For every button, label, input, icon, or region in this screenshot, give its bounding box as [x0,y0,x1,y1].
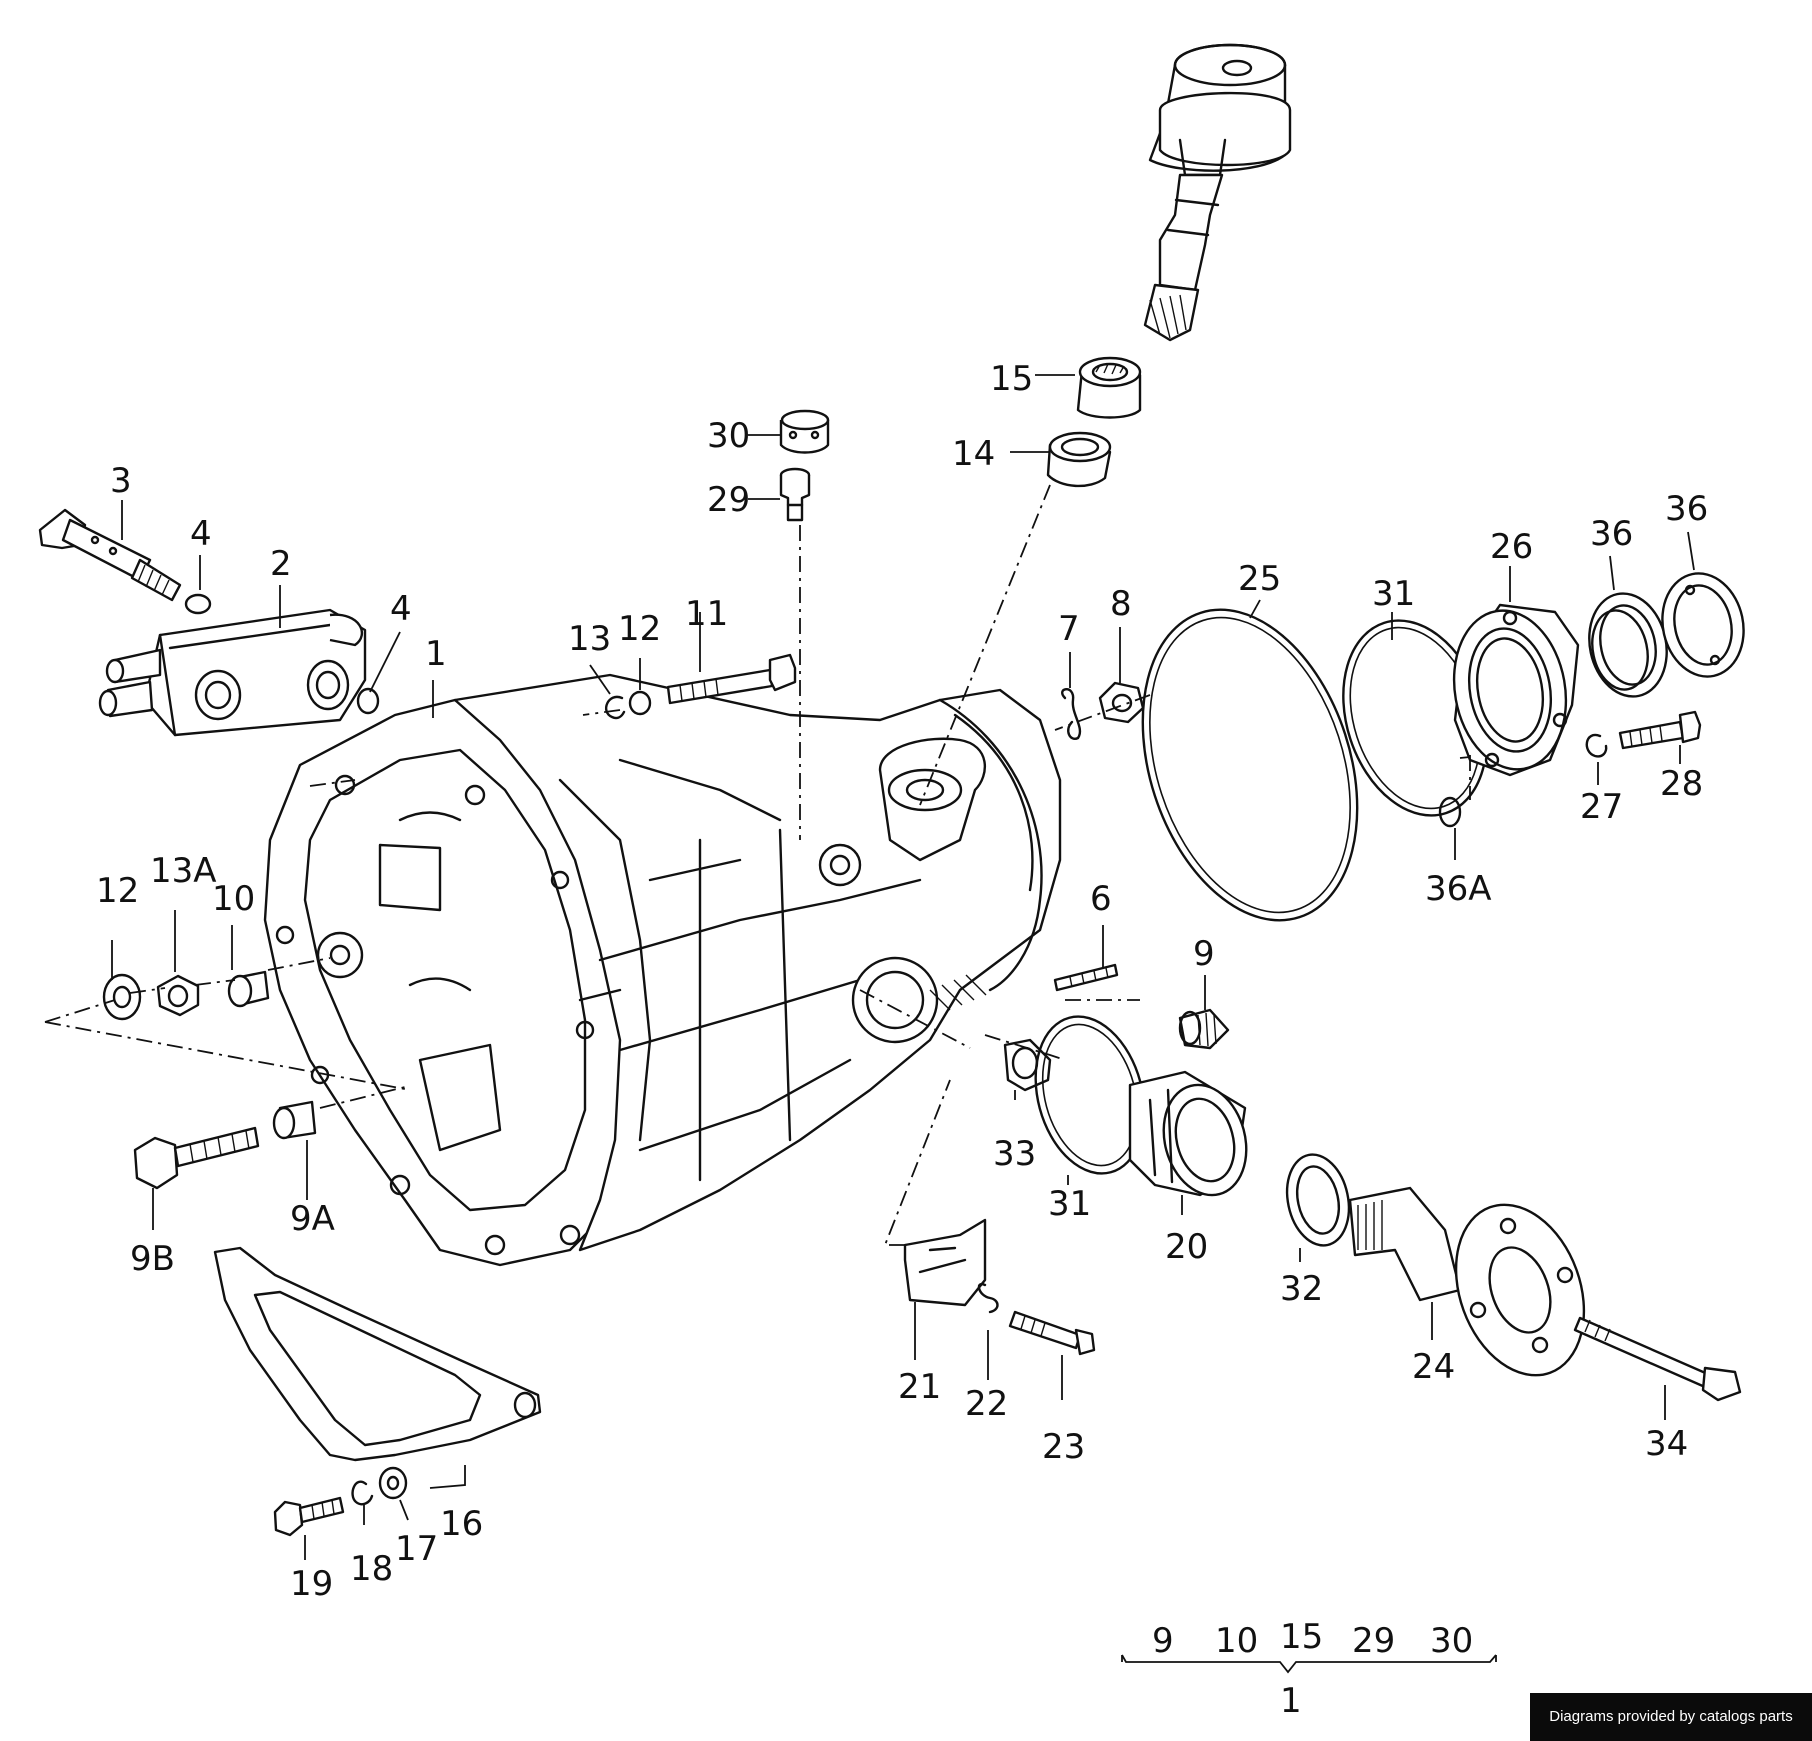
bolt-part-19 [273,1496,345,1537]
callout-11: 11 [685,594,728,634]
leader-lines [111,374,1695,1560]
callout-12-left: 12 [96,871,139,911]
callout-25: 25 [1238,559,1281,599]
callout-9a: 9A [290,1199,335,1239]
callout-36a: 36A [1425,869,1492,909]
lock-washer-part-27 [1585,733,1608,758]
callout-2: 2 [270,544,292,584]
callout-13: 13 [568,619,611,659]
callout-20: 20 [1165,1227,1208,1267]
callout-7: 7 [1058,609,1080,649]
callout-12-upper: 12 [618,609,661,649]
callout-32: 32 [1280,1269,1323,1309]
callout-30: 30 [707,416,750,456]
hollow-bolt-part-3 [38,508,182,602]
callout-31-lower: 31 [1048,1184,1091,1224]
callout-22: 22 [965,1384,1008,1424]
lock-washer-part-18 [351,1480,374,1506]
callout-28: 28 [1660,764,1703,804]
o-ring-part-4-upper [184,593,212,615]
washer-part-17 [378,1466,408,1500]
seal-part-36-second [1661,572,1745,678]
callout-23: 23 [1042,1427,1085,1467]
support-bracket-part-16 [213,1246,542,1462]
seal-ring-part-14 [1046,431,1112,488]
kit-item-4: 30 [1430,1621,1473,1661]
clip-part-13 [605,695,626,720]
bush-part-10 [227,970,270,1008]
flange-shaft-part-24 [1348,1186,1586,1377]
clip-part-22 [977,1282,999,1314]
callout-18: 18 [350,1549,393,1589]
callout-27: 27 [1580,787,1623,827]
callout-31-upper: 31 [1372,574,1415,614]
gasket-part-25 [1141,608,1359,922]
nut-part-8 [1098,681,1145,724]
footer-credit: Diagrams provided by catalogs parts [1530,1693,1812,1741]
callout-17: 17 [395,1529,438,1569]
callout-34: 34 [1645,1424,1688,1464]
kit-item-2: 15 [1280,1617,1323,1657]
bolt-part-9b [133,1126,260,1190]
callout-6: 6 [1090,879,1112,919]
bush-part-9a [272,1100,317,1140]
callout-36-first: 36 [1590,514,1633,554]
washer-part-12-upper [628,690,652,716]
gearbox-housing-part-1 [263,673,1062,1267]
bearing-housing-part-20 [1128,1070,1248,1197]
callout-9-right: 9 [1193,934,1215,974]
assembly-lines [44,484,1471,1246]
callout-1: 1 [425,634,447,674]
seal-ring-part-32 [1285,1153,1351,1247]
callout-9b: 9B [130,1239,175,1279]
plug-part-29 [779,467,811,522]
callout-10: 10 [212,879,255,919]
callout-4-upper: 4 [190,514,212,554]
o-ring-part-4-lower [356,687,380,715]
plug-part-30 [779,409,830,454]
kit-item-1: 10 [1215,1621,1258,1661]
callout-8: 8 [1110,584,1132,624]
flange-housing-part-26 [1452,603,1580,777]
kit-group-bracket: 9 10 15 29 30 1 [1121,1617,1497,1721]
bolt-part-28 [1618,710,1702,750]
nut-part-13a [156,974,200,1017]
stud-part-6 [1053,963,1119,992]
o-ring-part-36a [1438,796,1462,828]
selector-cover-assembly [1143,43,1292,342]
callout-33: 33 [993,1134,1036,1174]
callout-36-second: 36 [1665,489,1708,529]
callout-3: 3 [110,461,132,501]
bracket-plate-part-21 [903,1218,987,1307]
kit-item-3: 29 [1352,1621,1395,1661]
callout-29: 29 [707,480,750,520]
callout-labels: 1 2 3 4 4 6 7 8 9 9B 9A 10 11 12 12 13 1… [96,359,1708,1604]
callout-13a: 13A [150,851,217,891]
plug-part-9-right [1178,1008,1230,1050]
kit-item-0: 9 [1152,1621,1174,1661]
callout-19: 19 [290,1564,333,1604]
callout-16: 16 [440,1504,483,1544]
bolt-part-23 [1008,1310,1096,1356]
oil-cooler-part-2 [98,608,367,737]
kit-parent: 1 [1280,1681,1302,1721]
bolt-part-11 [666,653,797,705]
seal-part-36-first [1588,592,1668,698]
needle-bearing-part-15 [1076,356,1142,419]
callout-24: 24 [1412,1347,1455,1387]
callout-15: 15 [990,359,1033,399]
bolt-part-34 [1573,1316,1742,1402]
clip-part-7 [1061,688,1082,740]
callout-26: 26 [1490,527,1533,567]
callout-14: 14 [952,434,995,474]
callout-4-lower: 4 [390,589,412,629]
washer-part-12-left [102,973,142,1021]
callout-21: 21 [898,1367,941,1407]
